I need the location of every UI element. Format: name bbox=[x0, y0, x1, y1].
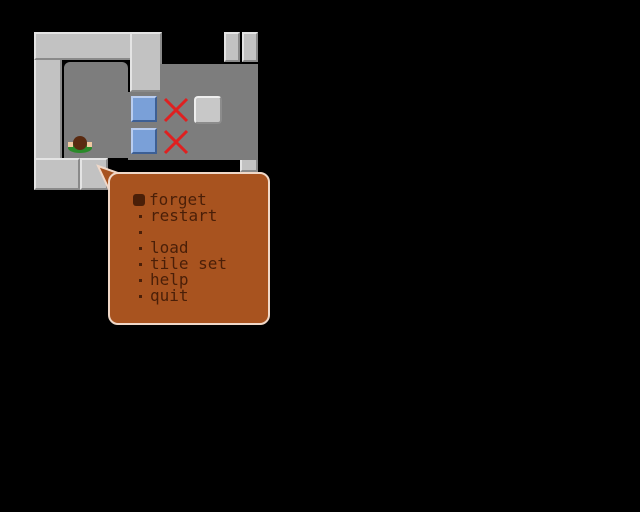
wall-right-top-b bbox=[242, 32, 258, 62]
wall-top-right-notch bbox=[130, 32, 162, 92]
menu-item-quit[interactable]: quit bbox=[131, 288, 227, 304]
target-x-icon bbox=[163, 129, 189, 155]
stone-block-icon bbox=[194, 96, 222, 124]
menu-bullet-icon bbox=[139, 262, 142, 266]
player-sprite[interactable] bbox=[66, 134, 94, 154]
menu-bullet-icon bbox=[139, 246, 142, 250]
target-x-icon bbox=[163, 97, 189, 123]
menu-item-blank[interactable] bbox=[131, 224, 227, 240]
menu-item-forget[interactable]: forget bbox=[131, 192, 227, 208]
wall-bottom-right bbox=[240, 158, 258, 172]
menu-item-tile-set[interactable]: tile set bbox=[131, 256, 227, 272]
menu-bullet-icon bbox=[139, 294, 142, 298]
menu-item-restart[interactable]: restart bbox=[131, 208, 227, 224]
wall-right-top-a bbox=[224, 32, 240, 62]
game-menu-list: forget restart load tile set help quit bbox=[131, 192, 227, 304]
menu-item-help[interactable]: help bbox=[131, 272, 227, 288]
menu-bullet-icon bbox=[139, 278, 142, 282]
crate-2 bbox=[131, 128, 157, 154]
menu-item-load[interactable]: load bbox=[131, 240, 227, 256]
menu-bullet-icon bbox=[139, 230, 142, 234]
crate-1 bbox=[131, 96, 157, 122]
menu-selector-icon bbox=[133, 194, 145, 206]
wall-bottom-mid bbox=[80, 158, 108, 190]
menu-bullet-icon bbox=[139, 214, 142, 218]
wall-bottom-left bbox=[34, 158, 80, 190]
